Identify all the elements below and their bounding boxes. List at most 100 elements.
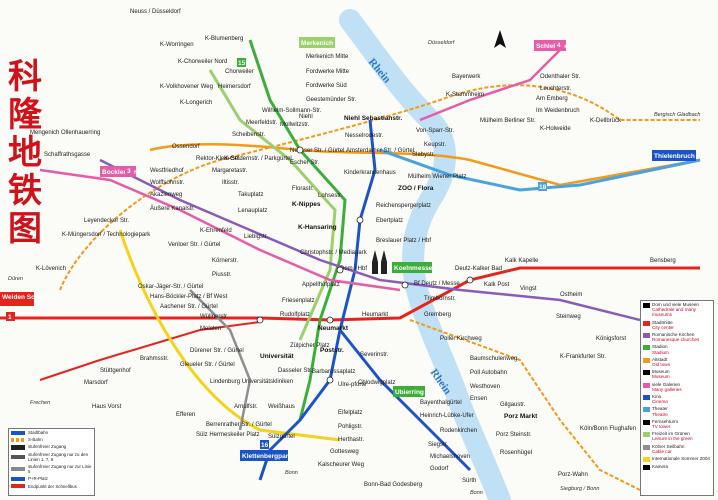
accessible-icon [11,444,25,450]
station-reichensperger: Reichenspergerplatz [376,203,431,209]
sbahn-symbol [11,437,25,442]
station-bayerwerk: Bayerwerk [452,74,481,80]
legend2-row: stufenfreier Zugang nur zur Linie 5 [9,463,94,475]
station-porz-steinstr: Porz Steinstr. [496,432,532,438]
station-mollwitz: Mollwitzstr. [280,122,310,128]
line-15-lightgreen [208,69,337,341]
stop-kalk [466,276,474,284]
north-arrow-icon [494,30,506,48]
station-im-weidenbruch: Im Weidenbruch [536,108,580,114]
station-rektor-klein: Rektor-Klein-Str. [196,156,240,162]
station-breslauer: Breslauer Platz / Hbf [376,238,431,244]
legend2-label: P+R-Platz [28,476,48,482]
station-rodenkirchen: Rodenkirchen [440,428,477,434]
station-lindenthal: Lindenburg Universitätskliniken [210,379,293,385]
stop-dom [336,266,344,274]
station-labels: Neuss / Düsseldorf K-Blumenberg K-Worrin… [8,9,700,496]
station-haensel: Hans-Böckler-Platz / Bf West [150,294,228,300]
station-porz-wahn: Porz-Wahn [558,472,588,478]
badge-line-15 [237,58,246,67]
badge-line-18 [538,182,547,191]
museum-icon [643,303,650,308]
station-westfriedhof: Westfriedhof [150,168,184,174]
legend-alt: Museum [652,374,670,380]
station-akazienweg: Akazienweg [150,192,182,198]
station-buchheim: Buchheim Herler Str. [540,188,604,195]
station-gremberg: Gremberg [424,312,451,318]
badge-line-4-label: 4 [557,42,561,49]
station-brahmsstr: Brahmsstr. [140,356,169,362]
station-neumarkt: Neumarkt [318,325,349,332]
stop-aachener [256,316,264,324]
station-amsterdamer: Amsterdamer Str. / Gürtel [346,148,414,154]
station-heimersdorf: Heimersdorf [218,84,251,90]
station-michaelshoven: Michaelshoven [430,454,470,460]
accessible-line5-icon [11,467,25,472]
station-kalscheurer: Kalscheurer Weg [318,462,364,468]
oldtown-icon [643,357,650,363]
station-eifelplatz: Eifelplatz [338,410,362,416]
legend-alt: Cinema [652,399,668,405]
city-center-icon [643,320,650,326]
legend-label: Altstadt [652,356,668,362]
legend-alt: Romanesque churches [652,337,700,343]
station-dasseler: Dasseler Str. [278,368,313,374]
legend-label: Romanische Kirchen [652,332,695,338]
station-friesenplatz: Friesenplatz [282,298,315,304]
legend-alt: Old town [652,362,671,368]
terminal-bocklemuend-label: Bocklemünd [102,169,141,176]
title-char-2: 隆 [8,95,42,135]
station-fordwerke-sued: Fordwerke Süd [306,83,347,89]
station-volkhoven: K-Volkhovener Weg [160,84,213,90]
legend-label: Museum [652,369,670,375]
terminal-klettenberg-box [240,450,288,461]
rhine-river [339,9,511,500]
legend-alt: TV tower [652,424,671,430]
station-airport: Köln/Bonn Flughafen [580,426,636,432]
park-ride-icon [11,477,25,482]
station-lohsestr: Lohsestr. [318,193,343,199]
legend2-row: stufenfreier Zugang nur zu den Linien 1,… [9,451,94,463]
terminal-koelnmesse-label: Koelnmesse [394,265,433,272]
station-nippes: K-Nippes [292,201,321,208]
sbahn-orange-south [409,319,641,491]
legend-label: Freizeit im Grünen [652,431,690,437]
station-wiener-platz: Mülheim Wiener Platz [408,174,466,180]
station-mulheim: Mülheim Berliner Str. [480,118,536,124]
legend-label: Dom und viele Museen [652,302,699,307]
legend-label: Kölner Seilbahn [652,443,685,449]
station-niehl-sebastian: Niehl Sebastianstr. [344,115,402,122]
station-dots [256,146,474,384]
line-18-lightblue [379,148,701,192]
legend-alt: Cable car [652,448,672,454]
station-fordwerke-mitte: Fordwerke Mitte [306,69,350,75]
station-ebertplatz: Ebertplatz [376,218,403,224]
badge-line-3-label: 3 [127,168,131,175]
terminal-weiden-box [0,292,34,306]
station-wilhelm-sollmann: Wilhelm-Sollmann-Str. [262,108,322,114]
station-neuss: Neuss / Düsseldorf [130,9,181,15]
station-siegburg: Siegburg / Bonn [560,486,599,492]
legend-label: Theater [652,406,668,412]
station-gilgaustr: Gilgaustr. [500,402,526,408]
station-mungersdorf: K-Müngersdorf / Technologiepark [62,232,151,238]
title-char-5: 图 [8,209,42,249]
legend-label: Kamera [652,464,669,470]
theatre-icon [643,407,650,413]
station-blumenberg: K-Blumenberg [205,36,243,42]
station-wolffsohn: Wolffsohnstr. [150,180,185,186]
line-legend: Stadtbahn S-Bahn stufenfreier Zugang stu… [8,428,95,496]
station-zuelpicher: Zülpicher Platz [290,343,330,349]
station-gleueler: Gleueler Str. / Gürtel [180,362,235,368]
camera-icon [643,465,650,471]
station-longerich: K-Longerich [180,100,212,106]
station-gottesweg: Gottesweg [330,449,359,455]
legend-label: Stadtmitte [652,319,673,325]
legend-row: Kamera [641,463,713,471]
